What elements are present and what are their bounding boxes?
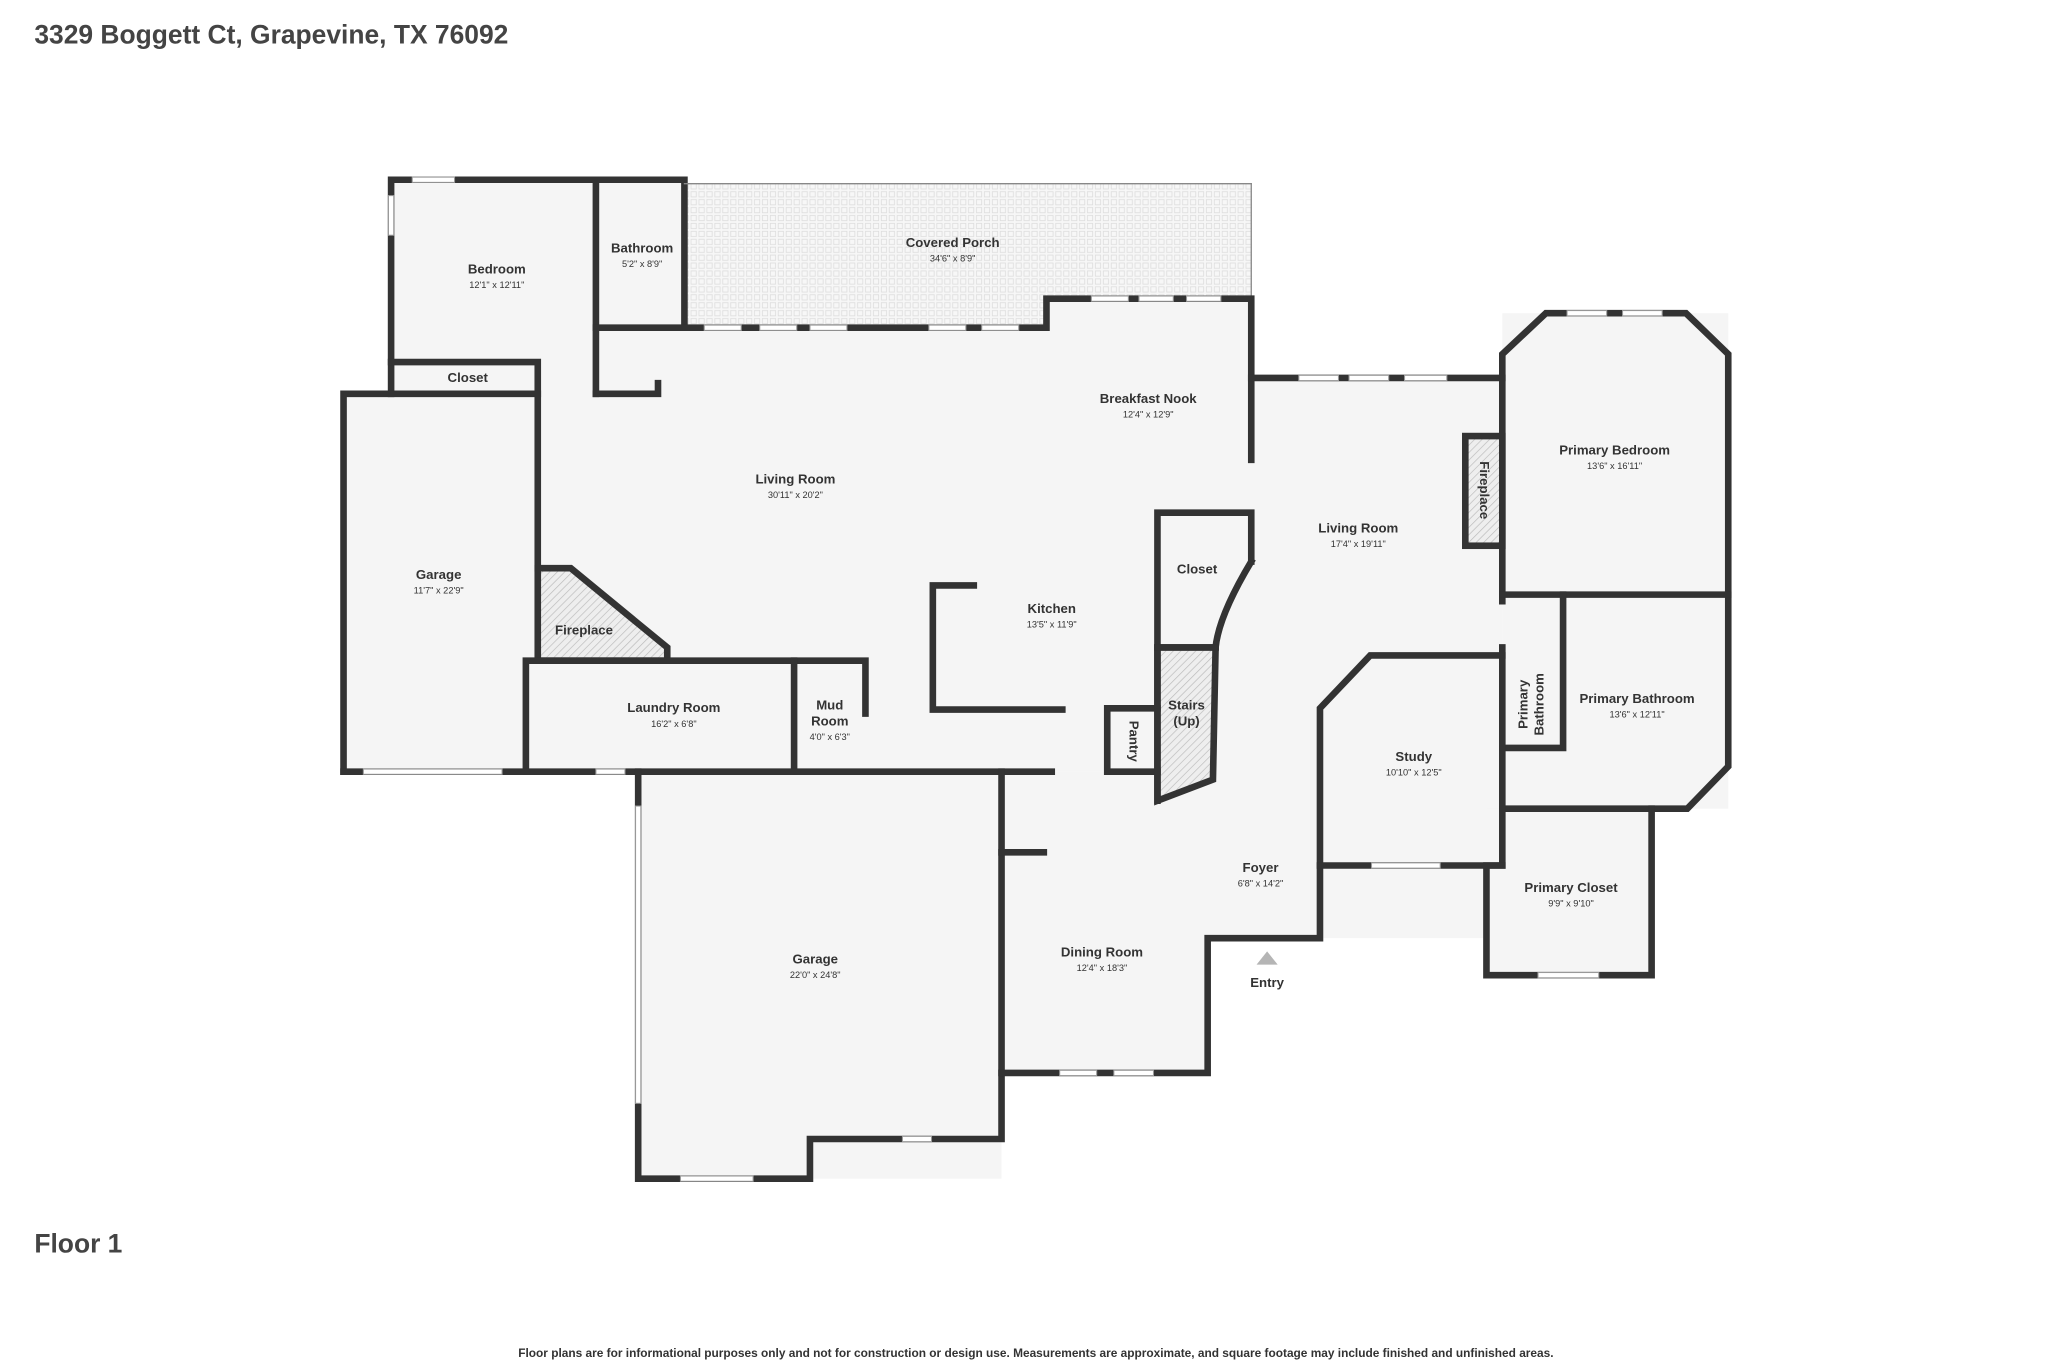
room-kitchen: Kitchen 13'5" x 11'9"	[1027, 601, 1077, 630]
svg-text:Stairs: Stairs	[1168, 698, 1205, 713]
svg-text:12'1" x 12'11": 12'1" x 12'11"	[469, 280, 524, 290]
svg-text:Living Room: Living Room	[755, 472, 835, 487]
windows	[362, 176, 1663, 1182]
room-laundry: Laundry Room 16'2" x 6'8"	[627, 700, 720, 729]
walls	[340, 176, 1732, 1182]
svg-text:Primary: Primary	[1515, 679, 1530, 729]
address-title: 3329 Boggett Ct, Grapevine, TX 76092	[34, 20, 508, 50]
svg-text:34'6" x 8'9": 34'6" x 8'9"	[930, 254, 976, 264]
room-fireplace-2: Fireplace	[1477, 461, 1492, 519]
svg-text:30'11" x 20'2": 30'11" x 20'2"	[768, 490, 823, 500]
svg-text:Primary Bathroom: Primary Bathroom	[1579, 691, 1694, 706]
svg-text:Garage: Garage	[416, 567, 462, 582]
room-living-room-1: Living Room 30'11" x 20'2"	[755, 472, 835, 501]
svg-text:Breakfast Nook: Breakfast Nook	[1100, 391, 1198, 406]
svg-text:Foyer: Foyer	[1243, 860, 1279, 875]
room-primary-bathroom-small: Primary Bathroom	[1515, 673, 1546, 735]
svg-text:Room: Room	[811, 713, 848, 728]
svg-text:17'4" x 19'11": 17'4" x 19'11"	[1331, 539, 1386, 549]
svg-text:12'4" x 12'9": 12'4" x 12'9"	[1123, 410, 1174, 420]
room-stairs: Stairs (Up)	[1168, 698, 1205, 729]
svg-text:5'2" x 8'9": 5'2" x 8'9"	[622, 259, 662, 269]
room-primary-bedroom: Primary Bedroom 13'6" x 16'11"	[1559, 443, 1670, 472]
svg-text:Bedroom: Bedroom	[468, 262, 526, 277]
fireplace-left-shape	[534, 564, 671, 665]
svg-text:11'7" x 22'9": 11'7" x 22'9"	[414, 585, 464, 595]
room-hall-closet: Closet	[1177, 561, 1218, 576]
svg-text:4'0" x 6'3": 4'0" x 6'3"	[810, 732, 850, 742]
svg-text:Bathroom: Bathroom	[611, 240, 673, 255]
disclaimer: Floor plans are for informational purpos…	[518, 1346, 1553, 1360]
room-garage-1: Garage 11'7" x 22'9"	[414, 567, 464, 596]
svg-text:Laundry Room: Laundry Room	[627, 700, 720, 715]
room-living-room-2: Living Room 17'4" x 19'11"	[1318, 521, 1398, 550]
svg-text:22'0" x 24'8": 22'0" x 24'8"	[790, 970, 841, 980]
room-bathroom: Bathroom 5'2" x 8'9"	[611, 240, 673, 269]
svg-text:16'2" x 6'8": 16'2" x 6'8"	[651, 719, 697, 729]
svg-text:Primary Closet: Primary Closet	[1524, 880, 1618, 895]
svg-text:12'4" x 18'3": 12'4" x 18'3"	[1077, 963, 1128, 973]
svg-text:9'9" x 9'10": 9'9" x 9'10"	[1548, 898, 1594, 908]
svg-text:Kitchen: Kitchen	[1028, 601, 1076, 616]
room-fireplace-1: Fireplace	[555, 622, 613, 637]
svg-text:Study: Study	[1395, 749, 1432, 764]
floor-label: Floor 1	[34, 1229, 122, 1259]
room-breakfast-nook: Breakfast Nook 12'4" x 12'9"	[1100, 391, 1198, 420]
room-bedroom-closet: Closet	[448, 370, 489, 385]
svg-text:Dining Room: Dining Room	[1061, 945, 1143, 960]
svg-text:Mud: Mud	[816, 698, 843, 713]
svg-text:13'6" x 12'11": 13'6" x 12'11"	[1610, 710, 1665, 720]
svg-text:13'5" x 11'9": 13'5" x 11'9"	[1027, 620, 1077, 630]
svg-text:Bathroom: Bathroom	[1531, 673, 1546, 735]
room-bedroom: Bedroom 12'1" x 12'11"	[468, 262, 526, 291]
svg-text:Garage: Garage	[792, 951, 838, 966]
svg-text:(Up): (Up)	[1173, 713, 1199, 728]
svg-text:Covered Porch: Covered Porch	[906, 235, 1000, 250]
room-primary-bathroom: Primary Bathroom 13'6" x 12'11"	[1579, 691, 1694, 720]
room-pantry: Pantry	[1127, 721, 1142, 763]
svg-text:Primary Bedroom: Primary Bedroom	[1559, 443, 1670, 458]
room-garage-2: Garage 22'0" x 24'8"	[790, 951, 841, 980]
room-primary-closet: Primary Closet 9'9" x 9'10"	[1524, 880, 1618, 909]
svg-text:10'10" x 12'5": 10'10" x 12'5"	[1386, 768, 1442, 778]
room-mud-room: Mud Room 4'0" x 6'3"	[810, 698, 850, 742]
svg-text:Living Room: Living Room	[1318, 521, 1398, 536]
svg-text:13'6" x 16'11": 13'6" x 16'11"	[1587, 461, 1642, 471]
room-foyer: Foyer 6'8" x 14'2"	[1238, 860, 1284, 889]
room-study: Study 10'10" x 12'5"	[1386, 749, 1442, 778]
svg-text:6'8" x 14'2": 6'8" x 14'2"	[1238, 879, 1284, 889]
entry-label: Entry	[1250, 975, 1284, 990]
entry-arrow-icon	[1256, 951, 1278, 965]
room-dining: Dining Room 12'4" x 18'3"	[1061, 945, 1143, 974]
room-covered-porch: Covered Porch 34'6" x 8'9"	[906, 235, 1000, 264]
